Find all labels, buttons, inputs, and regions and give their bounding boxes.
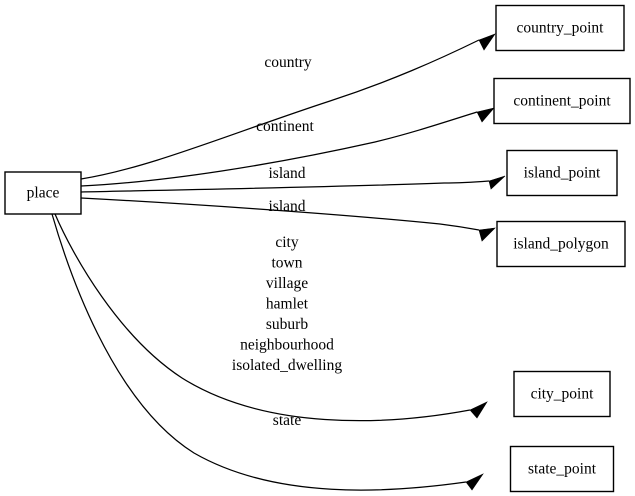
edge-place-to-island_point [80,175,506,193]
node-state_point[interactable]: state_point [509,445,615,493]
edge-label: state [273,412,302,429]
node-box[interactable] [513,370,611,418]
arrowhead-icon [478,227,496,242]
node-box[interactable] [509,445,615,493]
arrowhead-icon [469,401,488,419]
arrowhead-icon [488,175,506,190]
arrowhead-icon [465,473,484,491]
edge-place-to-state_point [51,213,484,491]
edge-place-to-country_point [80,33,496,180]
node-label: country_point [517,20,605,37]
node-label: city_point [531,386,595,403]
edge-line [54,213,471,422]
edge-label: town [272,255,303,272]
node-island_polygon[interactable]: island_polygon [496,220,626,268]
edge-label: hamlet [266,296,309,313]
edge-label-group-edge-island-polygon: island [268,198,305,215]
edge-line [80,39,480,180]
node-continent_point[interactable]: continent_point [493,77,631,125]
edge-line [80,197,480,231]
edge-label: island [268,165,305,182]
edge-label: suburb [266,316,308,333]
node-city_point[interactable]: city_point [513,370,611,418]
node-label: island_polygon [513,236,609,253]
edge-label: neighbourhood [240,337,334,354]
edge-place-to-city_point [54,213,488,422]
edge-label: country [264,54,312,71]
edge-label-group-edge-island-point: island [268,165,305,182]
edges-layer [51,33,506,491]
node-label: island_point [524,165,601,182]
node-country_point[interactable]: country_point [495,4,625,52]
edge-label: island [268,198,305,215]
edge-place-to-island_polygon [80,197,496,242]
arrowhead-icon [476,107,495,123]
edge-line [80,111,478,187]
edge-label-group-edge-country: country [264,54,312,71]
node-label: state_point [528,461,597,478]
edge-labels-layer: country continent island island city town vill… [232,54,342,429]
edge-label-group-edge-city: city town village hamlet suburb neighbourhood… [232,234,342,374]
node-label: place [27,185,60,202]
arrowhead-icon [478,33,496,51]
edge-place-to-continent_point [80,107,495,187]
node-label: continent_point [513,93,611,110]
edge-line [51,213,467,491]
nodes-layer: place country_point continent_point island_… [4,4,631,493]
node-box[interactable] [493,77,631,125]
node-place[interactable]: place [4,171,82,215]
node-box[interactable] [496,220,626,268]
node-box[interactable] [495,4,625,52]
edge-line [80,180,490,193]
edge-label-group-edge-state: state [273,412,302,429]
node-box[interactable] [506,149,618,197]
edge-label: isolated_dwelling [232,357,342,374]
node-box[interactable] [4,171,82,215]
edge-label: continent [256,118,314,135]
edge-label: city [275,234,298,251]
edge-label: village [266,275,308,292]
edge-label-group-edge-continent: continent [256,118,314,135]
node-island_point[interactable]: island_point [506,149,618,197]
